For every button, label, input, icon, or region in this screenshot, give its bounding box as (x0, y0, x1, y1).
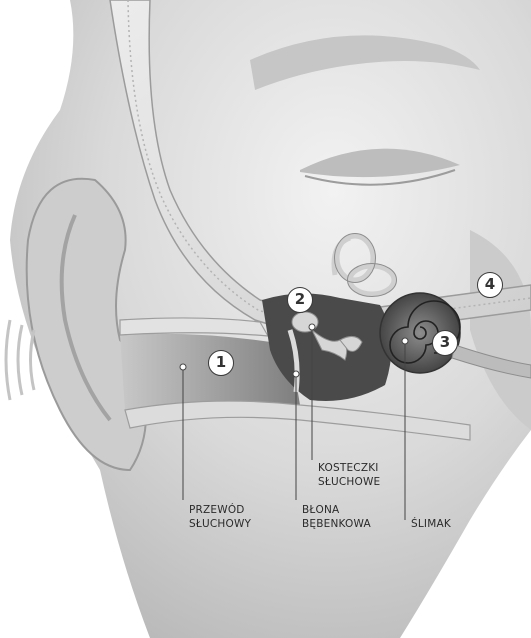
label-ear-canal: PRZEWÓD SŁUCHOWY (189, 503, 251, 531)
label-ear-canal-line-1: PRZEWÓD (189, 503, 251, 517)
label-eardrum: BŁONA BĘBENKOWA (302, 503, 371, 531)
marker-4: 4 (477, 272, 503, 298)
label-cochlea: ŚLIMAK (411, 517, 451, 531)
label-ossicles-line-1: KOSTECZKI (318, 461, 380, 475)
marker-1: 1 (208, 350, 234, 376)
label-ossicles: KOSTECZKI SŁUCHOWE (318, 461, 380, 489)
marker-3: 3 (432, 330, 458, 356)
label-ear-canal-line-2: SŁUCHOWY (189, 517, 251, 531)
label-cochlea-line-1: ŚLIMAK (411, 517, 451, 531)
canal-upper-wall (120, 318, 268, 336)
label-eardrum-line-1: BŁONA (302, 503, 371, 517)
label-eardrum-line-2: BĘBENKOWA (302, 517, 371, 531)
label-ossicles-line-2: SŁUCHOWE (318, 475, 380, 489)
marker-2: 2 (287, 287, 313, 313)
